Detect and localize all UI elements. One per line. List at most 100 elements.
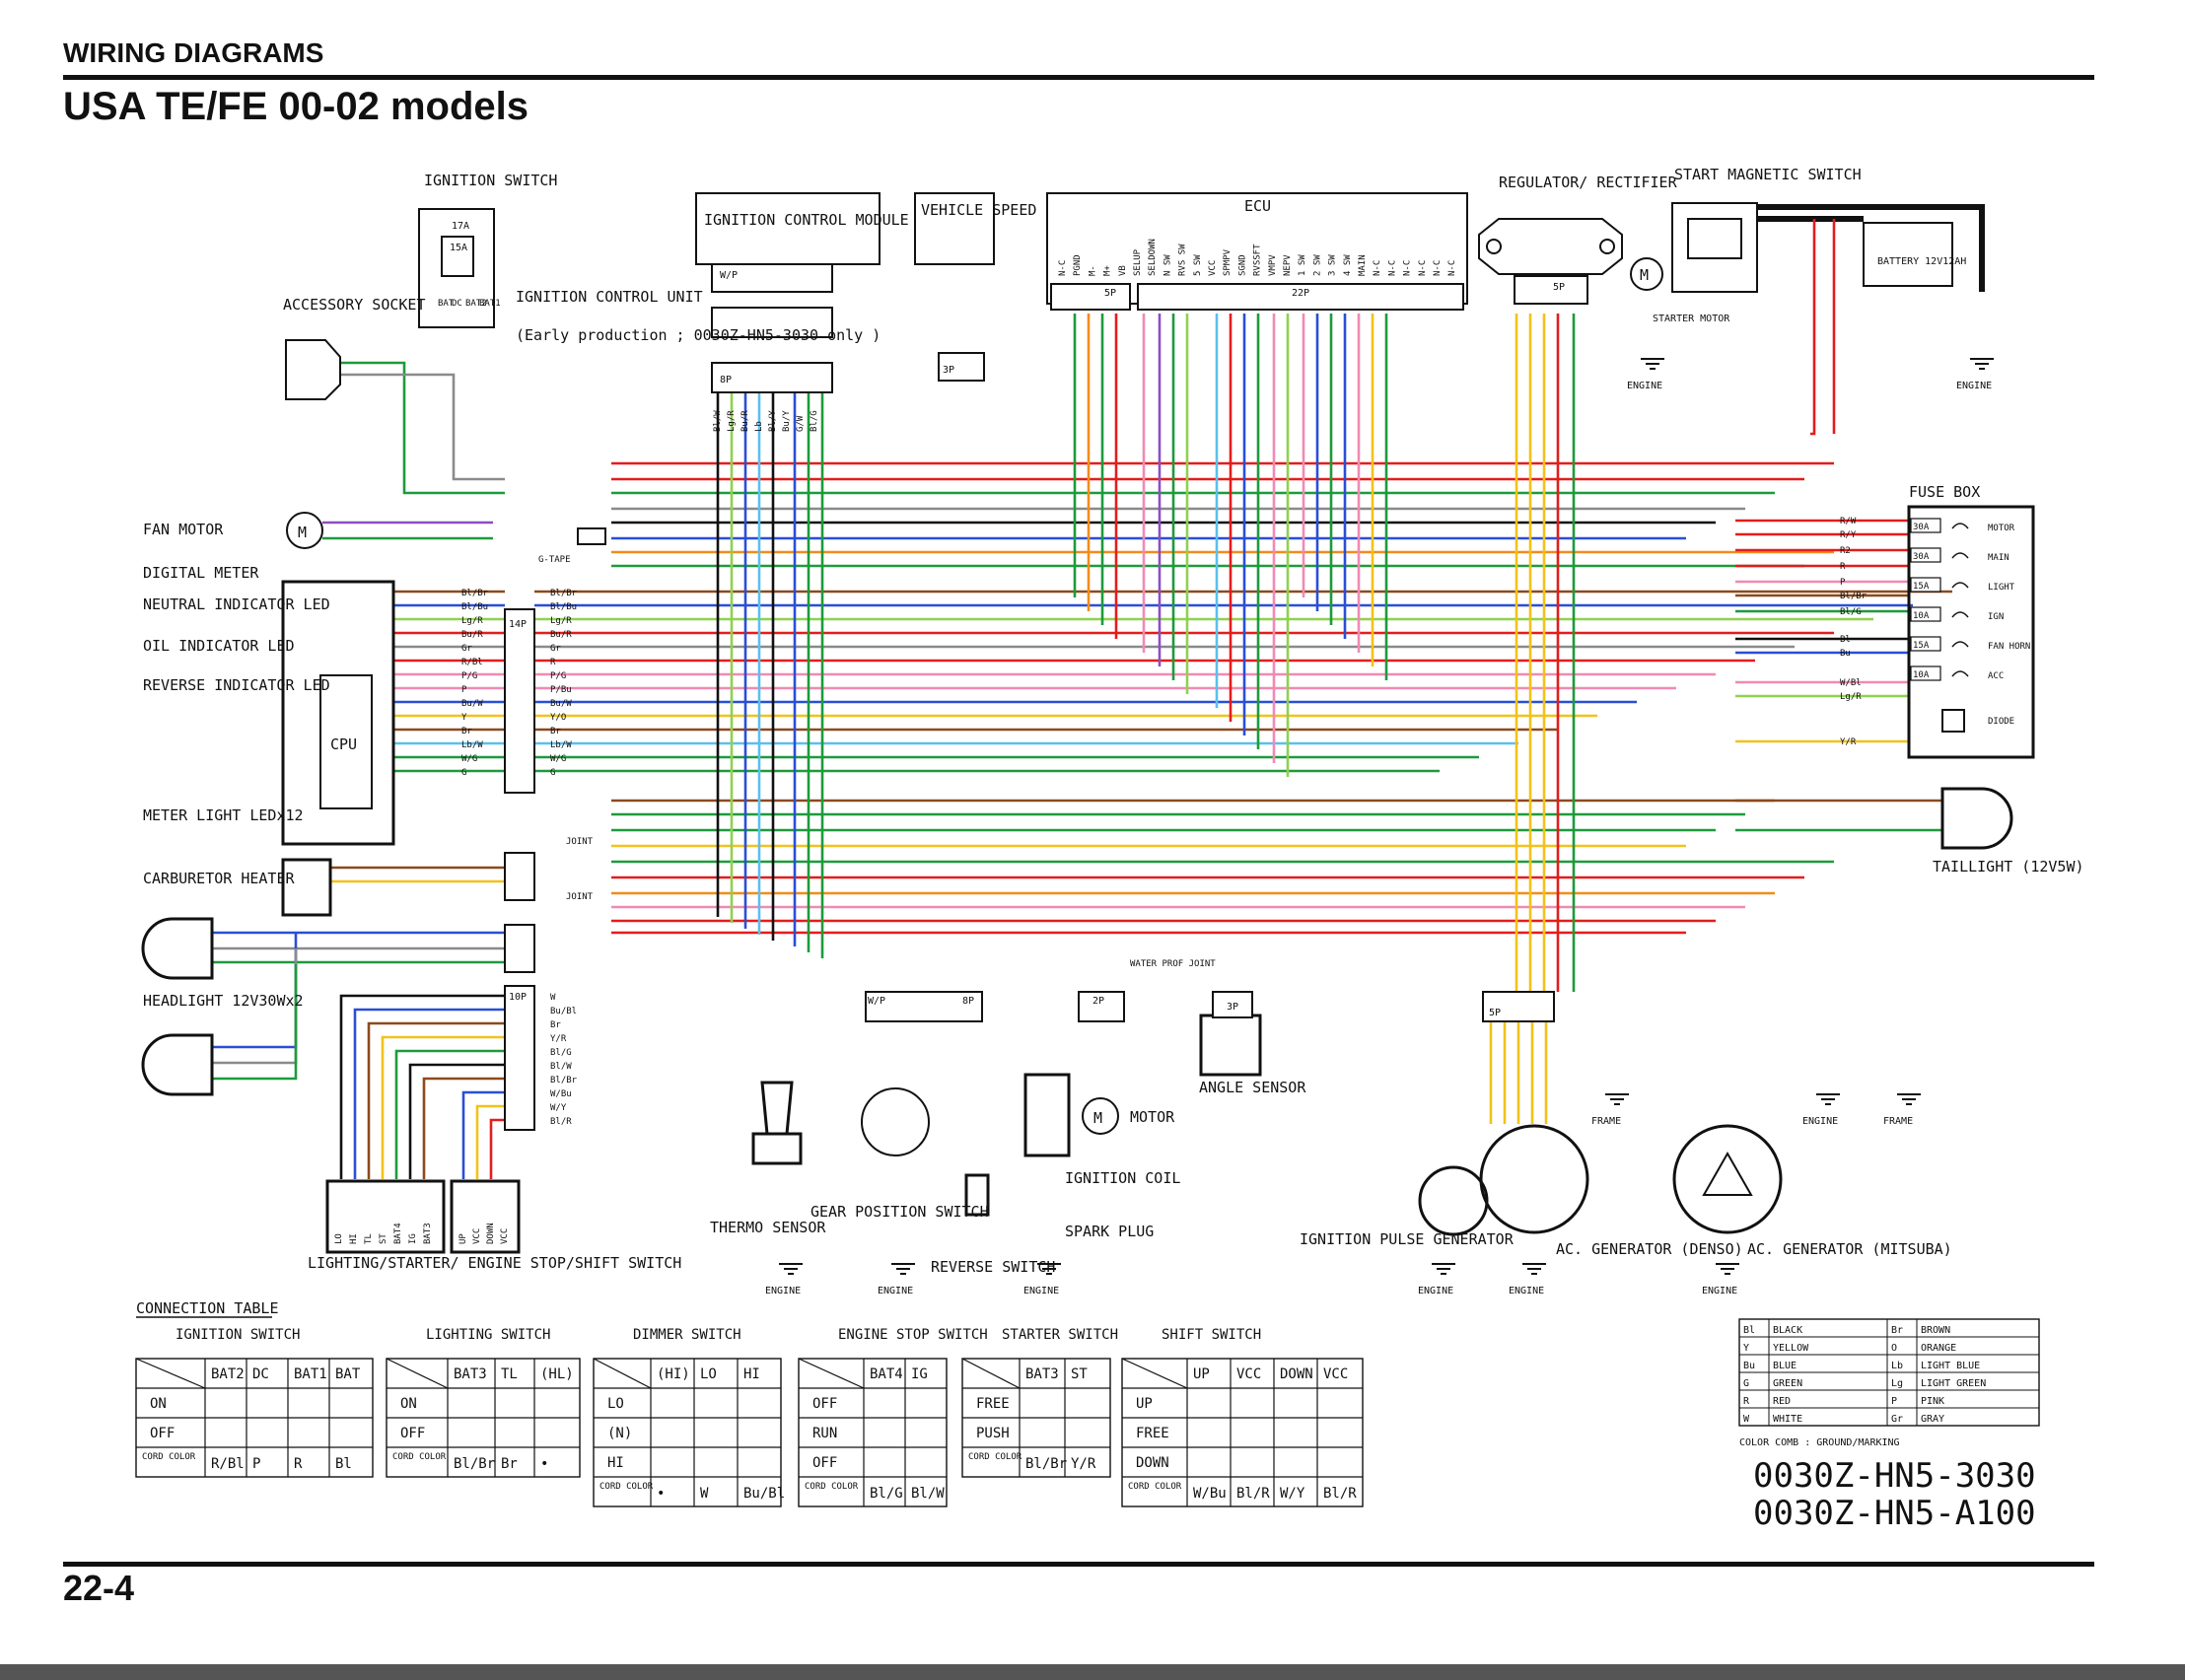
- starter-motor-label: STARTER MOTOR: [1653, 314, 1730, 324]
- meter-right-wire-3: Bu/R: [550, 630, 572, 640]
- legend-3-0: G: [1743, 1378, 1749, 1389]
- switch-wire-0: W: [550, 993, 556, 1003]
- legend-1-2: O: [1891, 1343, 1897, 1354]
- ecu-pin-25: N-C: [1433, 260, 1443, 276]
- legend-4-3: PINK: [1921, 1396, 1944, 1407]
- icu-label: IGNITION CONTROL UNIT: [516, 288, 703, 306]
- table-ignition-cord-0: R/Bl: [211, 1456, 245, 1472]
- fuse-1: [1910, 547, 1941, 563]
- fuse-5: [1910, 665, 1941, 681]
- meter-right-wire-2: Lg/R: [550, 616, 572, 626]
- switch-wire-5: Bl/W: [550, 1062, 572, 1072]
- ecu-pin-19: 4 SW: [1343, 254, 1353, 276]
- meter-left-wire-3: Bu/R: [461, 630, 483, 640]
- fuse-wire-8: Bu: [1840, 649, 1851, 659]
- ignition-switch-label: IGNITION SWITCH: [424, 172, 557, 189]
- fuse-label-4: FAN HORN: [1988, 642, 2030, 652]
- legend-3-1: GREEN: [1773, 1378, 1802, 1389]
- ground-label-2: ENGINE: [765, 1286, 801, 1296]
- water-proof-joint-label: WATER PROF JOINT: [1130, 959, 1216, 969]
- accessory-socket-label: ACCESSORY SOCKET: [283, 296, 426, 314]
- starter-motor: M STARTER MOTOR: [1630, 257, 1730, 324]
- switch-wire-3: Y/R: [550, 1034, 567, 1044]
- table-dimmer-cord-2: Bu/Bl: [743, 1486, 785, 1502]
- table-dimmer-row-1: (N): [607, 1426, 632, 1441]
- legend-4-2: P: [1891, 1396, 1897, 1407]
- section-title: WIRING DIAGRAMS: [63, 37, 324, 68]
- wire-switch-8: [475, 1104, 505, 1179]
- table-title-dimmer: DIMMER SWITCH: [633, 1327, 741, 1343]
- start-magnetic-switch: START MAGNETIC SWITCH: [1671, 166, 1862, 293]
- fuse-wire-4: P: [1840, 578, 1846, 588]
- fuse-rating-0: 30A: [1913, 523, 1930, 532]
- table-dimmer-cord-label: CORD COLOR: [599, 1482, 654, 1492]
- meter-right-wire-5: R: [550, 658, 556, 667]
- ecu-pin-14: VMPV: [1268, 254, 1278, 276]
- table-ignition-col-2: BAT1: [294, 1366, 327, 1382]
- wire-acc-2: [340, 373, 505, 481]
- icm-wire-3: Lb: [754, 421, 764, 432]
- table-title-lighting: LIGHTING SWITCH: [426, 1327, 550, 1343]
- ecu-pin-13: RVSSFT: [1253, 244, 1263, 276]
- thermo-sensor-label: THERMO SENSOR: [710, 1219, 826, 1236]
- table-starter-row-0: FREE: [976, 1396, 1010, 1412]
- ground-label-f1: FRAME: [1883, 1116, 1913, 1127]
- header-rule: [63, 75, 2094, 80]
- meter-right-wire-4: Gr: [550, 644, 561, 654]
- reverse-switch: REVERSE SWITCH: [931, 1173, 1055, 1276]
- ecu-pin-8: RVS SW: [1178, 244, 1188, 276]
- table-dimmer-cord-1: W: [700, 1486, 709, 1502]
- color-comb-note: COLOR COMB : GROUND/MARKING: [1739, 1437, 1900, 1448]
- switch-10p-label: 10P: [509, 992, 527, 1003]
- table-starter-cord-1: Y/R: [1071, 1456, 1096, 1472]
- icm-8p-label: 8P: [720, 375, 732, 385]
- ecu-pin-26: N-C: [1447, 260, 1457, 276]
- fuse-0: [1910, 518, 1941, 533]
- page-number: 22-4: [63, 1568, 135, 1608]
- fuse-wire-10: Lg/R: [1840, 692, 1862, 702]
- table-lighting-row-1: OFF: [400, 1426, 425, 1441]
- fuse-4: [1910, 636, 1941, 652]
- legend-2-0: Bu: [1743, 1361, 1755, 1371]
- fuse-rating-2: 15A: [1913, 582, 1930, 592]
- icu: IGNITION CONTROL UNIT (Early production …: [516, 288, 881, 344]
- gen-5p-label: 5P: [1489, 1008, 1501, 1018]
- icm-wire-5: Bu/Y: [782, 410, 792, 432]
- fuse-label-0: MOTOR: [1988, 524, 2015, 533]
- wire-switch-5: [408, 1063, 505, 1179]
- meter-left-wire-4: Gr: [461, 644, 472, 654]
- wire-switch-2: [367, 1021, 505, 1179]
- table-ignition-row-1: OFF: [150, 1426, 175, 1441]
- table-ignition-row-0: ON: [150, 1396, 167, 1412]
- table-ignition-cord-1: P: [252, 1456, 260, 1472]
- table-lighting-cord-2: •: [540, 1456, 548, 1472]
- shift-pin-1: VCC: [472, 1228, 482, 1244]
- table-lighting-cord-label: CORD COLOR: [392, 1452, 447, 1462]
- wire-switch-3: [381, 1035, 505, 1179]
- ecu-pin-21: N-C: [1373, 260, 1382, 276]
- g-tape-label: G-TAPE: [538, 555, 571, 565]
- meter-left-wire-1: Bl/Bu: [461, 602, 488, 612]
- ecu-pin-17: 2 SW: [1312, 254, 1322, 276]
- meter-left-wire-8: Bu/W: [461, 699, 483, 709]
- ecu-pin-6: SELDOWN: [1148, 239, 1158, 276]
- table-engine_stop-col-1: IG: [911, 1366, 928, 1382]
- icm-wire-0: Bl/W: [713, 410, 723, 432]
- shift-pin-2: DOWN: [486, 1223, 496, 1244]
- wire-r2: [1810, 219, 1816, 436]
- fuse-wire-3: R: [1840, 562, 1846, 572]
- meter-right-wire-13: G: [550, 768, 555, 778]
- table-dimmer-col-2: HI: [743, 1366, 760, 1382]
- icm-wire-2: Bu/R: [740, 410, 750, 432]
- table-shift-col-1: VCC: [1236, 1366, 1261, 1382]
- angle-sensor: 3P ANGLE SENSOR: [1199, 991, 1306, 1096]
- headlight: HEADLIGHT 12V30Wx2 10P: [141, 917, 535, 1131]
- regulator-5p-label: 5P: [1553, 282, 1565, 293]
- icm: IGNITION CONTROL MODULE (ICM) W/P 8P: [695, 192, 962, 393]
- vss-3p-label: 3P: [943, 365, 954, 376]
